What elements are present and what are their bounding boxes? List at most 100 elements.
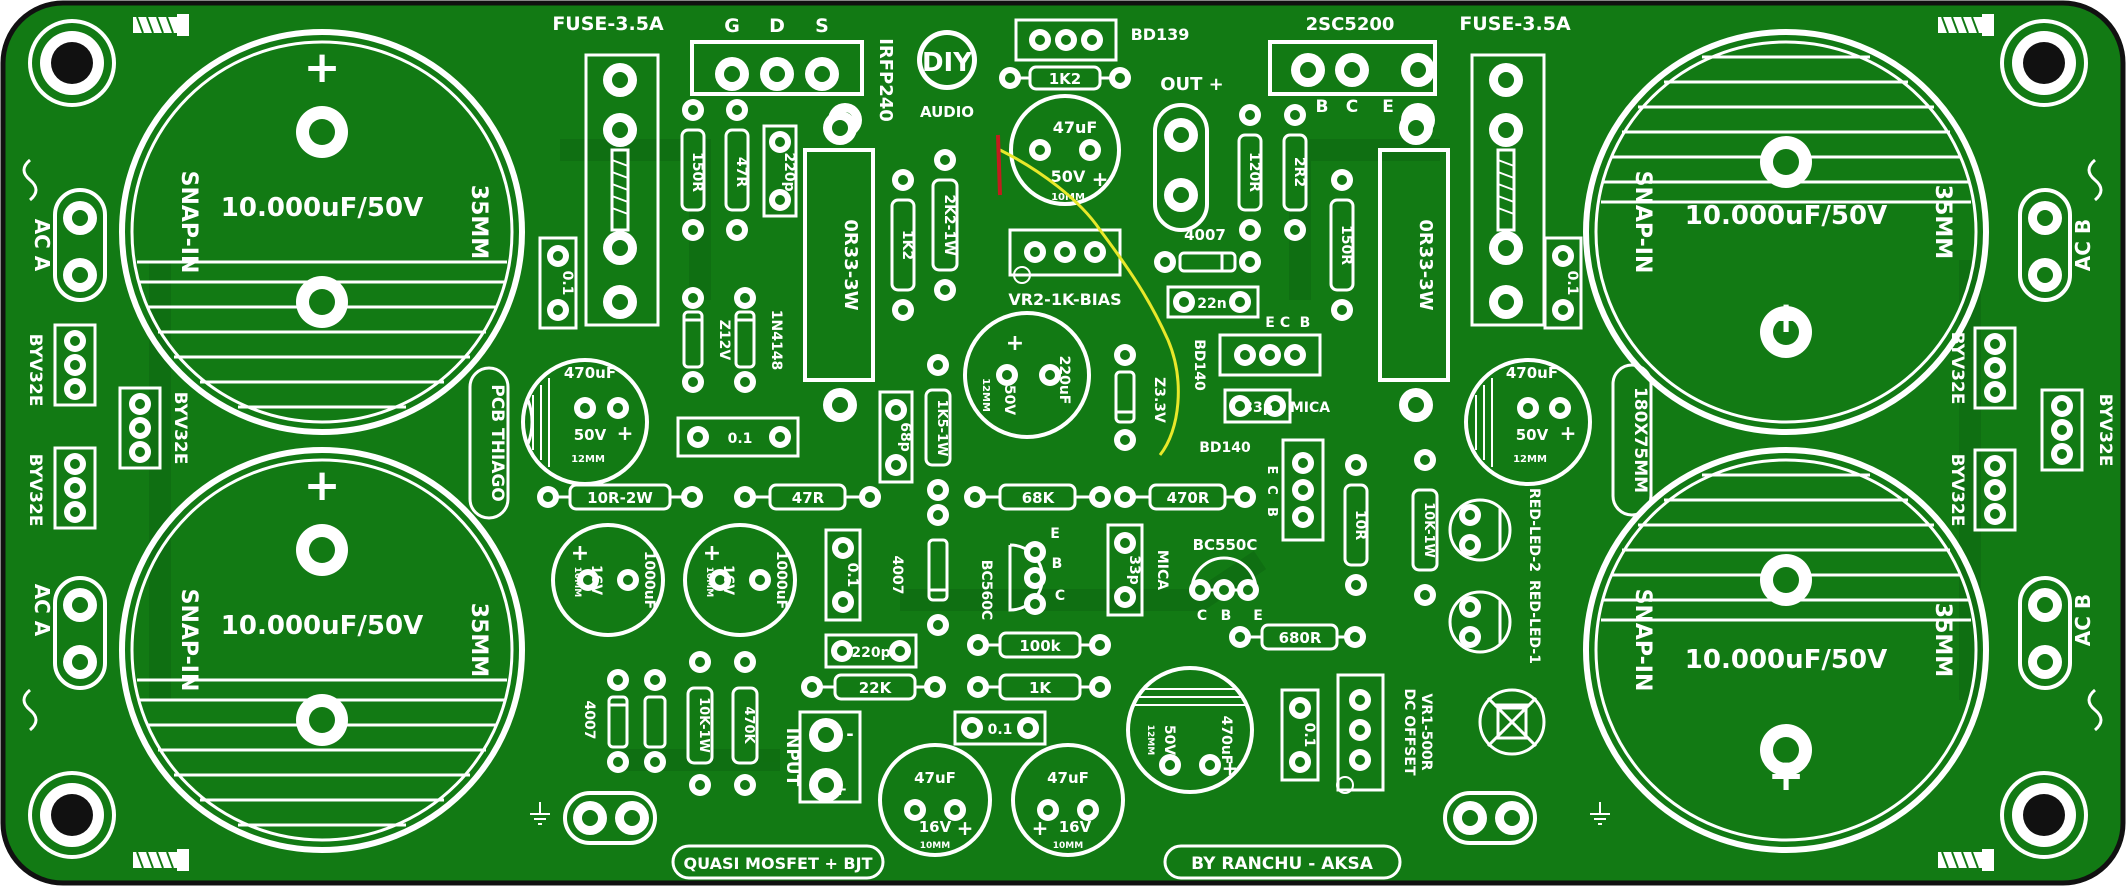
svg-text:2SC5200: 2SC5200 bbox=[1306, 14, 1395, 35]
cap-22n: 22n bbox=[1166, 285, 1260, 319]
mount-hole-bottom-right bbox=[2000, 771, 2088, 859]
svg-text:+: + bbox=[957, 816, 974, 840]
input-connector: - + INPUT bbox=[782, 710, 862, 804]
svg-text:10MM: 10MM bbox=[1051, 192, 1085, 203]
board-dimensions-label: 180X75MM bbox=[1611, 363, 1653, 517]
svg-text:50V: 50V bbox=[1516, 426, 1549, 444]
svg-text:INPUT: INPUT bbox=[782, 728, 802, 787]
svg-text:BYV32E: BYV32E bbox=[25, 454, 45, 527]
svg-text:10.000uF/50V: 10.000uF/50V bbox=[221, 193, 423, 223]
svg-text:+: + bbox=[703, 541, 721, 566]
svg-text:MICA: MICA bbox=[1290, 400, 1330, 416]
svg-text:0.1: 0.1 bbox=[1564, 271, 1580, 296]
svg-text:RED-LED-2: RED-LED-2 bbox=[1526, 488, 1542, 572]
svg-text:+: + bbox=[1092, 167, 1109, 191]
resistor-680r: 680R bbox=[1229, 623, 1366, 651]
byv32e-left-2: BYV32E bbox=[118, 386, 190, 470]
red-led-1: RED-LED-1 bbox=[1448, 580, 1542, 664]
cap-1000uf-b: + 16V 10MM 1000uF bbox=[683, 523, 797, 637]
svg-text:BY RANCHU - AKSA: BY RANCHU - AKSA bbox=[1191, 854, 1374, 874]
svg-text:+: + bbox=[832, 779, 847, 800]
svg-text:10.000uF/50V: 10.000uF/50V bbox=[1685, 201, 1887, 231]
svg-text:33p: 33p bbox=[1243, 400, 1273, 416]
diode-4007-bottom: 4007 bbox=[581, 669, 629, 773]
svg-text:BD139: BD139 bbox=[1131, 25, 1190, 44]
svg-text:RED-LED-1: RED-LED-1 bbox=[1526, 580, 1542, 664]
cap-0-1-bottom: 0.1 bbox=[953, 710, 1047, 746]
quasi-mosfet-label: QUASI MOSFET + BJT bbox=[671, 844, 885, 880]
cap-47uf-bottom-right: 47uF 16V + 10MM bbox=[1011, 743, 1125, 857]
svg-text:C: C bbox=[1197, 608, 1207, 624]
svg-text:47R: 47R bbox=[792, 489, 825, 507]
svg-text:1K2: 1K2 bbox=[899, 230, 915, 260]
resistor-10k-1w-right: 10K-1W bbox=[1411, 449, 1439, 606]
svg-text:C: C bbox=[1055, 588, 1065, 604]
svg-text:B: B bbox=[1264, 507, 1279, 517]
resistor-0r33-right: 0R33-3W bbox=[1378, 111, 1450, 422]
svg-text:35MM: 35MM bbox=[1930, 603, 1955, 677]
svg-text:E: E bbox=[1253, 608, 1263, 624]
resistor-150r-right: 150R bbox=[1329, 169, 1355, 321]
cap-0-1-bottom-right: 0.1 bbox=[1280, 688, 1320, 782]
cap-0-1-left: 0.1 bbox=[538, 236, 578, 330]
svg-text:AC B: AC B bbox=[2071, 219, 2095, 271]
svg-text:4007: 4007 bbox=[1184, 226, 1226, 244]
svg-text:12MM: 12MM bbox=[1145, 725, 1155, 755]
svg-text:10MM: 10MM bbox=[572, 567, 582, 597]
svg-text:0.1: 0.1 bbox=[559, 271, 575, 296]
fuse-left: FUSE-3.5A bbox=[552, 13, 664, 327]
svg-text:+: + bbox=[304, 460, 341, 511]
svg-text:22n: 22n bbox=[1197, 296, 1226, 312]
svg-text:150R: 150R bbox=[1338, 225, 1354, 265]
big-cap-bottom-left: + 10.000uF/50V SNAP-IN 35MM bbox=[122, 450, 522, 850]
zener-3v3: Z3.3V bbox=[1114, 344, 1167, 451]
svg-text:1K5-1W: 1K5-1W bbox=[934, 400, 949, 457]
svg-text:22K: 22K bbox=[859, 679, 893, 697]
svg-text:47uF: 47uF bbox=[1053, 118, 1098, 137]
svg-text:47R: 47R bbox=[733, 157, 749, 187]
screw-icon bbox=[1937, 848, 1995, 872]
svg-text:B: B bbox=[1052, 556, 1063, 572]
zener-12v: Z12V bbox=[682, 287, 732, 393]
resistor-47r-horizontal: 47R bbox=[734, 483, 881, 511]
resistor-small-bottom bbox=[643, 669, 667, 773]
byv32e-right-3: BYV32E bbox=[1947, 448, 2017, 532]
svg-text:2R2: 2R2 bbox=[1291, 157, 1307, 187]
svg-text:SNAP-IN: SNAP-IN bbox=[176, 171, 201, 274]
cap-47uf-bottom-left: 47uF 16V + 10MM bbox=[878, 743, 992, 857]
bc560c-transistor: BC560C E B C bbox=[978, 526, 1065, 620]
svg-text:B: B bbox=[1300, 315, 1311, 331]
svg-text:1000uF: 1000uF bbox=[641, 551, 657, 610]
resistor-10k-1w-bottom: 10K-1W bbox=[686, 651, 714, 796]
svg-text:120R: 120R bbox=[1246, 152, 1262, 192]
mount-hole-bottom-left bbox=[28, 771, 116, 859]
svg-text:470R: 470R bbox=[1167, 489, 1210, 507]
bd139-transistor: BD139 bbox=[1014, 18, 1190, 62]
svg-text:+: + bbox=[1768, 750, 1805, 801]
svg-text:220uF: 220uF bbox=[1056, 356, 1072, 405]
svg-text:+: + bbox=[304, 42, 341, 93]
svg-text:D: D bbox=[769, 15, 785, 37]
svg-text:1K2: 1K2 bbox=[1049, 70, 1082, 88]
resistor-150r-left: 150R bbox=[680, 99, 706, 241]
resistor-1k2-top: 1K2 bbox=[999, 65, 1131, 91]
svg-text:220p: 220p bbox=[781, 152, 797, 191]
svg-text:Z3.3V: Z3.3V bbox=[1151, 377, 1167, 423]
svg-text:OUT +: OUT + bbox=[1160, 74, 1224, 95]
svg-text:FUSE-3.5A: FUSE-3.5A bbox=[552, 13, 664, 35]
resistor-1k: 1K bbox=[967, 673, 1111, 701]
svg-text:50V: 50V bbox=[1161, 725, 1177, 755]
resistor-470k: 470K bbox=[731, 651, 759, 796]
svg-text:AC A: AC A bbox=[30, 584, 54, 637]
resistor-120r: 120R bbox=[1237, 104, 1263, 241]
cap-1000uf-a: + 16V 10MM 1000uF bbox=[551, 523, 665, 637]
svg-text:0.1: 0.1 bbox=[844, 563, 860, 588]
svg-text:10MM: 10MM bbox=[704, 567, 714, 597]
svg-text:2K2-1W: 2K2-1W bbox=[941, 194, 957, 255]
svg-text:BD140: BD140 bbox=[1199, 440, 1251, 456]
svg-text:4007: 4007 bbox=[581, 701, 597, 740]
resistor-68k: 68K bbox=[964, 483, 1111, 511]
svg-text:C: C bbox=[1280, 315, 1290, 331]
svg-text:E: E bbox=[1382, 97, 1394, 117]
svg-text:0.1: 0.1 bbox=[988, 722, 1013, 738]
